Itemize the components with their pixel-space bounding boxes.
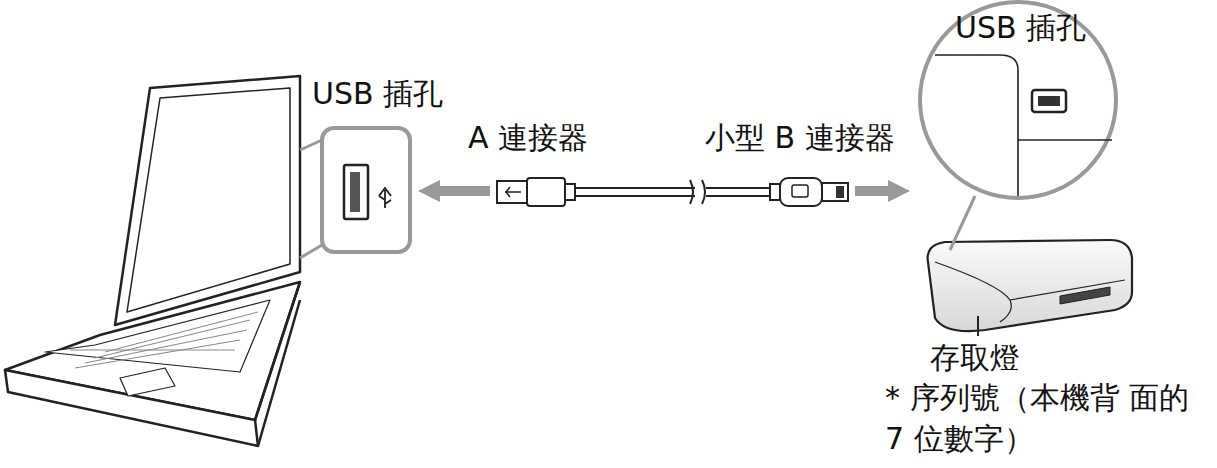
- leader-line: [977, 316, 979, 336]
- laptop-port-callout: [300, 128, 410, 258]
- laptop: [5, 76, 300, 446]
- serial-note: * 序列號（本機背 面的 7 位數字）: [885, 378, 1203, 459]
- insert-arrow: [418, 180, 490, 202]
- connector-label: 小型 B 連接器: [705, 118, 895, 159]
- connector-label: A 連接器: [468, 118, 588, 159]
- card-reader: [928, 240, 1132, 331]
- device-port-callout: [920, 2, 1116, 250]
- port-label: USB 插孔: [955, 8, 1086, 49]
- lamp-label: 存取燈: [930, 338, 1020, 379]
- usb-cable: [497, 178, 848, 206]
- insert-arrow: [855, 180, 910, 202]
- port-label: USB 插孔: [312, 74, 443, 115]
